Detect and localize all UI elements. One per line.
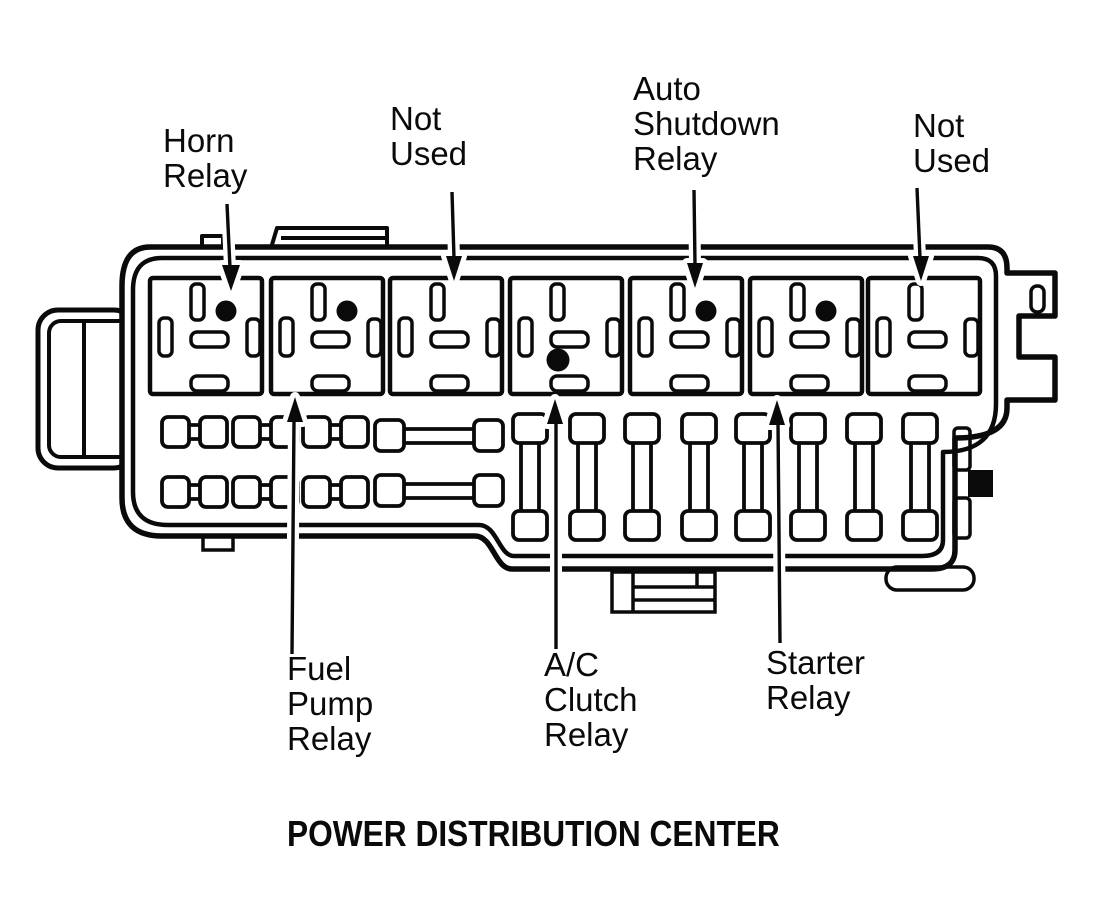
auto-shutdown-relay-label: Auto Shutdown Relay xyxy=(633,70,780,177)
not-used-left-label: Not Used xyxy=(390,100,468,172)
auto-shutdown-relay-arrow xyxy=(682,189,708,293)
not-used-right-label: Not Used xyxy=(913,107,991,179)
bottom-bracket xyxy=(610,570,717,614)
relay-socket-4 xyxy=(510,278,622,394)
horn-relay-label: Horn Relay xyxy=(163,122,248,194)
housing-details xyxy=(201,426,993,614)
callout-arrows xyxy=(217,187,934,655)
relay-socket-2 xyxy=(271,278,383,394)
not-used-right-arrow xyxy=(908,187,934,286)
relay-row xyxy=(150,278,980,394)
not-used-left-arrow xyxy=(441,191,467,286)
relay-marker-dot xyxy=(215,300,237,322)
relay-socket-1 xyxy=(150,278,262,394)
horn-relay-arrow xyxy=(217,203,245,296)
relay-marker-dot xyxy=(815,300,837,322)
mount-foot xyxy=(884,565,976,592)
diagram-title: POWER DISTRIBUTION CENTER xyxy=(287,813,780,854)
relay-marker-dot xyxy=(695,300,717,322)
ac-clutch-relay-label: A/C Clutch Relay xyxy=(544,646,638,753)
relay-socket-5 xyxy=(630,278,742,394)
right-side-clips xyxy=(952,426,993,540)
right-clip-tab xyxy=(968,470,993,497)
relay-marker-dot xyxy=(336,300,358,322)
right-tab-slot xyxy=(1029,284,1046,314)
starter-relay-label: Starter Relay xyxy=(766,644,866,716)
pdc-housing xyxy=(119,244,1058,572)
starter-relay-arrow xyxy=(764,395,790,644)
top-tab-wide xyxy=(269,226,389,249)
relay-socket-6 xyxy=(750,278,862,394)
ac-clutch-relay-arrow xyxy=(542,394,568,649)
fuel-pump-relay-label: Fuel Pump Relay xyxy=(287,650,374,757)
bottom-tab-small xyxy=(201,534,235,552)
relay-marker-dot xyxy=(546,348,570,372)
fuel-pump-relay-arrow xyxy=(282,392,308,655)
